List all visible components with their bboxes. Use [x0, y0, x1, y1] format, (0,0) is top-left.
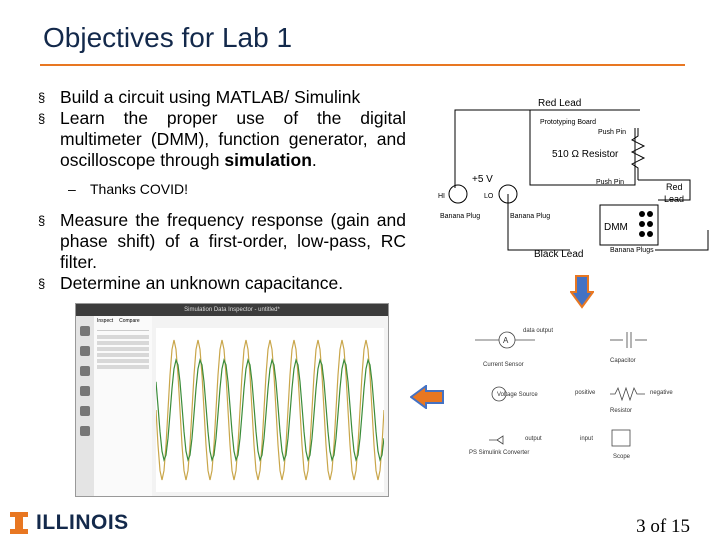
bullet-item: § Measure the frequency response (gain a… [38, 210, 406, 273]
illinois-logo: ILLINOIS [10, 511, 129, 534]
label-push-pin-bottom: Push Pin [596, 179, 624, 186]
label-proto-board: Prototyping Board [540, 119, 596, 126]
sim-waveform-plot [156, 328, 384, 492]
simulation-data-inspector-screenshot: Simulation Data Inspector - untitled* In… [75, 303, 389, 497]
bullet-text: Determine an unknown capacitance. [60, 273, 344, 293]
lib-label-capacitor: Capacitor [610, 358, 636, 364]
bullet-bold-text: simulation [224, 150, 312, 170]
label-resistor: 510 Ω Resistor [552, 149, 619, 160]
lib-label-output: output [525, 436, 542, 442]
label-hi: HI [438, 193, 445, 200]
label-black-lead: Black Lead [534, 249, 583, 260]
label-red-right-1: Red [666, 182, 683, 192]
bullet-item: § Determine an unknown capacitance. [38, 273, 406, 294]
simulink-block-library: A Current Sensor Capacitor Voltage Sourc… [455, 322, 690, 472]
sim-window-title: Simulation Data Inspector - untitled* [76, 304, 388, 316]
tab-inspect[interactable]: Inspect [97, 318, 114, 324]
label-red-right-2: Lead [664, 194, 684, 204]
label-push-pin-top: Push Pin [598, 129, 626, 136]
bullet-marker: § [38, 90, 46, 105]
lib-label-input: input [580, 436, 593, 442]
logo-text: ILLINOIS [36, 511, 129, 534]
arrow-left-icon [410, 385, 444, 409]
page-number: 3 of 15 [636, 516, 690, 537]
dmm-box [599, 204, 659, 246]
bullet-text: Build a circuit using MATLAB/ Simulink [60, 87, 361, 107]
bullet-list: § Build a circuit using MATLAB/ Simulink… [38, 87, 406, 294]
lib-label-negative: negative [650, 390, 673, 396]
wire-black [507, 194, 570, 251]
lib-label-positive: positive [575, 390, 596, 396]
resistor-symbol [630, 128, 646, 180]
bullet-text-suffix: . [311, 150, 317, 170]
sim-toolbar [76, 316, 94, 496]
lo-terminal [498, 184, 518, 204]
label-dmm: DMM [604, 222, 628, 233]
bullet-marker: § [38, 213, 46, 228]
bullet-text: Learn the proper use of the digital mult… [60, 108, 406, 170]
sim-signal-panel: Inspect Compare [94, 316, 152, 496]
lib-label-data-output: data output [523, 328, 553, 334]
label-red-lead: Red Lead [538, 98, 581, 109]
lib-label-current-sensor: Current Sensor [483, 362, 524, 368]
wire-top [454, 109, 640, 188]
svg-text:A: A [503, 336, 509, 345]
lib-label-ps-converter: PS Simulink Converter [469, 450, 529, 456]
wire-red-right [638, 179, 691, 201]
title-underline [40, 64, 685, 66]
circuit-diagram: Red Lead Prototyping Board Push Pin 510 … [438, 98, 709, 260]
wire-black-right [655, 230, 709, 251]
label-plus5v: +5 V [472, 174, 493, 185]
lib-label-voltage-source: Voltage Source [497, 392, 538, 398]
label-banana-plug-left: Banana Plug [440, 213, 480, 220]
label-banana-plugs-right: Banana Plugs [610, 247, 654, 254]
label-lo: LO [484, 193, 494, 200]
bullet-marker: § [38, 111, 46, 126]
bullet-item: § Build a circuit using MATLAB/ Simulink [38, 87, 406, 108]
waveform-series-green [156, 358, 384, 462]
lib-label-resistor: Resistor [610, 408, 632, 414]
bullet-item: § Learn the proper use of the digital mu… [38, 108, 406, 171]
sub-bullet-text: Thanks COVID! [90, 181, 189, 197]
block-i-logo-icon [10, 512, 28, 534]
lib-label-scope: Scope [613, 454, 631, 460]
arrow-down-icon [570, 275, 594, 309]
sub-bullet-marker: – [68, 181, 76, 197]
bullet-marker: § [38, 276, 46, 291]
waveform-series-gold [156, 339, 384, 481]
slide-title: Objectives for Lab 1 [43, 22, 293, 53]
sub-bullet: – Thanks COVID! [38, 179, 406, 200]
tab-compare[interactable]: Compare [119, 318, 140, 324]
hi-terminal [448, 184, 468, 204]
bullet-text: Measure the frequency response (gain and… [60, 210, 406, 272]
label-banana-plug-mid: Banana Plug [510, 213, 550, 220]
wire-board [529, 110, 636, 186]
